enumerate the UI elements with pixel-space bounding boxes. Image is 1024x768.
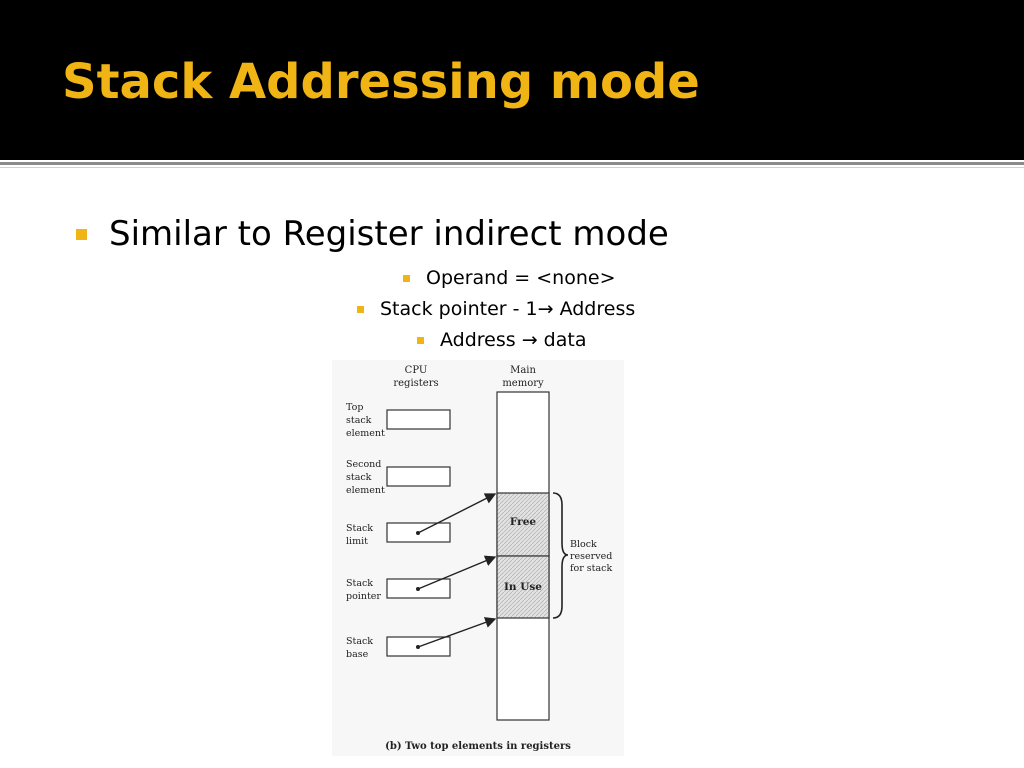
memory-free-block [496,492,550,557]
arrow-stack-pointer [417,555,497,590]
brace-label-line2: reserved [570,551,612,562]
register-box-second [386,466,451,487]
memory-header-line1: Main [510,365,536,376]
inuse-label: In Use [504,581,542,593]
arrow-stack-base [417,617,497,648]
register-label-top-line1: Top [346,402,363,413]
bullet-text: Similar to Register indirect mode [109,214,669,254]
bullet-square-icon [76,228,87,240]
bullet-main: Similar to Register indirect mode [76,214,669,254]
cpu-header-line2: registers [393,378,438,389]
bullet-text: Stack pointer - 1→ Address [380,298,636,320]
bullet-operand: Operand = <none> [403,267,616,289]
register-label-base-line2: base [346,649,369,660]
diagram-caption: (b) Two top elements in registers [385,741,571,752]
register-label-pointer-line2: pointer [346,591,381,602]
register-label-top-line3: element [346,428,385,439]
register-label-base-line1: Stack [346,636,373,647]
bullet-square-icon [357,305,364,313]
header-divider [0,162,1024,165]
register-label-pointer-line1: Stack [346,578,373,589]
slide-title: Stack Addressing mode [62,54,700,110]
register-label-second-line2: stack [346,472,372,483]
header-divider-thin [0,167,1024,168]
register-label-limit-line2: limit [346,536,368,547]
bullet-text: Operand = <none> [426,267,616,289]
bullet-address: Address → data [417,329,586,351]
brace-label-line1: Block [570,539,597,550]
register-box-top [386,409,451,430]
memory-inuse-block [496,555,550,619]
brace-label-line3: for stack [570,563,612,574]
stack-block-brace [552,492,569,619]
bullet-square-icon [417,336,424,344]
register-label-second-line1: Second [346,459,381,470]
register-label-second-line3: element [346,485,385,496]
bullet-square-icon [403,274,410,282]
stack-diagram: CPU registers Main memory Top stack elem… [332,360,624,756]
register-label-limit-line1: Stack [346,523,373,534]
register-label-top-line2: stack [346,415,372,426]
title-bar [0,0,1024,160]
arrow-stack-limit [417,493,497,534]
free-label: Free [510,516,536,528]
memory-header-line2: memory [502,378,544,389]
cpu-header-line1: CPU [405,365,428,376]
bullet-text: Address → data [440,329,587,351]
bullet-stack-pointer: Stack pointer - 1→ Address [357,298,635,320]
